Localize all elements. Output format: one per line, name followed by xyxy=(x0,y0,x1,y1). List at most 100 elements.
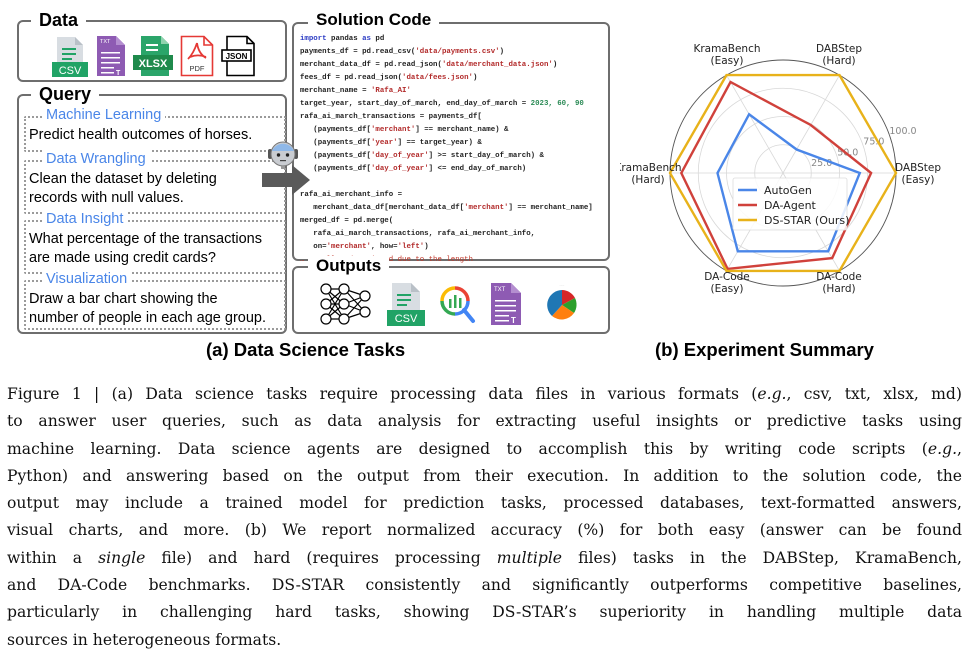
code-line: rafa_ai_merchant_info = xyxy=(300,189,593,202)
code-token: merchant_data_df[merchant_data_df[ xyxy=(300,204,465,212)
radar-tick-label: 75.0 xyxy=(863,137,884,148)
caption-text: and DA-Code benchmarks. DS-STAR consiste… xyxy=(7,576,962,595)
code-token: ) xyxy=(424,243,429,251)
code-line: payments_df = pd.read_csv('data/payments… xyxy=(300,46,593,59)
svg-text:XLSX: XLSX xyxy=(139,58,168,70)
query-panel: Query Machine Learning Predict health ou… xyxy=(17,84,287,334)
code-token: merchant_data_df = pd.read_json( xyxy=(300,61,442,69)
code-line: fees_df = pd.read_json('data/fees.json') xyxy=(300,72,593,85)
data-panel: Data CSV TXT T xyxy=(17,10,287,82)
caption-line: output may include a trained model for p… xyxy=(7,490,962,517)
code-token: import xyxy=(300,35,327,43)
query-text: What percentage of the transactions are … xyxy=(29,231,262,266)
code-token: 'data/merchant_data.json' xyxy=(441,61,553,69)
code-token: 'left' xyxy=(397,243,425,251)
caption-text: Figure 1 | (a) Data science tasks requir… xyxy=(7,385,758,403)
code-line: import pandas as pd xyxy=(300,33,593,46)
radar-tick-label: 100.0 xyxy=(889,126,916,137)
code-line: (payments_df['merchant'] == merchant_nam… xyxy=(300,124,593,137)
svg-text:T: T xyxy=(511,316,516,325)
caption-text: to answer user queries, such as data ana… xyxy=(7,412,962,431)
query-item-data-wrangling: Data Wrangling Clean the dataset by dele… xyxy=(24,150,286,214)
code-token: 'merchant' xyxy=(326,243,371,251)
query-item-data-insight: Data Insight What percentage of the tran… xyxy=(24,210,286,274)
radar-axis-label: DABStep xyxy=(816,43,862,55)
caption-text: particularly in challenging hard tasks, … xyxy=(7,603,962,622)
code-line: target_year, start_day_of_march, end_day… xyxy=(300,98,593,111)
legend-label: DS-STAR (Ours) xyxy=(764,214,849,227)
caption-text: , xyxy=(957,439,962,458)
code-token: , how= xyxy=(370,243,398,251)
caption-emphasis: e.g. xyxy=(757,385,787,403)
radar-spoke xyxy=(726,74,784,174)
data-panel-title: Data xyxy=(31,10,87,30)
solution-code-title: Solution Code xyxy=(308,10,440,30)
radar-axis-label: (Easy) xyxy=(711,283,744,295)
code-token: 'day_of_year' xyxy=(370,152,429,160)
txt-file-icon: TXT T xyxy=(97,36,125,77)
code-line: rafa_ai_march_transactions = payments_df… xyxy=(300,111,593,124)
svg-text:·······: ······· xyxy=(560,285,565,287)
caption-line: visual charts, and more. (b) We report n… xyxy=(7,517,962,544)
query-text: Draw a bar chart showing the number of p… xyxy=(29,291,267,326)
code-token: 'Rafa_AI' xyxy=(370,87,411,95)
legend-label: DA-Agent xyxy=(764,199,817,212)
radar-axis-label: (Hard) xyxy=(822,283,855,295)
code-token: 'data/payments.csv' xyxy=(415,48,500,56)
caption-text: , csv, txt, xlsx, md) xyxy=(786,385,962,403)
code-token: ] <= end_day_of_march) xyxy=(428,165,527,173)
svg-text:PDF: PDF xyxy=(190,64,205,73)
code-token: merchant_name = xyxy=(300,87,371,95)
legend-frame xyxy=(732,177,848,231)
code-token: ) xyxy=(472,74,478,82)
code-line: on='merchant', how='left') xyxy=(300,241,593,254)
code-token: ) xyxy=(552,61,558,69)
code-token: 'merchant' xyxy=(370,126,416,134)
code-token: on= xyxy=(300,243,327,251)
code-token: ] >= start_day_of_march) & xyxy=(428,152,544,160)
legend-label: AutoGen xyxy=(764,184,812,197)
code-token: fees_df = pd.read_json( xyxy=(300,74,403,82)
radar-series xyxy=(668,73,898,273)
code-token: rafa_ai_merchant_info = xyxy=(300,191,403,199)
code-token: ] == merchant_name) & xyxy=(415,126,509,134)
caption-text: files) tasks in the DABStep, KramaBench, xyxy=(562,548,962,567)
caption-line: Python) and answering based on the outpu… xyxy=(7,463,962,490)
pdf-file-icon: PDF xyxy=(180,35,214,77)
code-line: (payments_df['day_of_year'] <= end_day_o… xyxy=(300,163,593,176)
code-line: (payments_df['year'] == target_year) & xyxy=(300,137,593,150)
outputs-panel-title: Outputs xyxy=(308,256,390,276)
subcaption-a: (a) Data Science Tasks xyxy=(206,339,406,360)
radar-axis-labels: DABStep(Easy)DABStep(Hard)KramaBench(Eas… xyxy=(620,43,941,295)
query-item-visualization: Visualization Draw a bar chart showing t… xyxy=(24,270,286,330)
caption-text: sources in heterogeneous formats. xyxy=(7,630,282,649)
code-line: merchant_data_df[merchant_data_df['merch… xyxy=(300,202,592,215)
radar-tick-label: 50.0 xyxy=(837,147,858,158)
code-line: rafa_ai_march_transactions, rafa_ai_merc… xyxy=(300,228,593,241)
svg-text:TXT: TXT xyxy=(100,39,111,45)
caption-line: Figure 1 | (a) Data science tasks requir… xyxy=(7,381,962,408)
code-token: (payments_df[ xyxy=(300,126,371,134)
caption-line: within a single file) and hard (requires… xyxy=(7,545,962,572)
code-token: ] == target_year) & xyxy=(397,139,482,147)
query-panel-title: Query xyxy=(31,84,100,104)
radar-axis-label: (Hard) xyxy=(631,174,664,186)
caption-line: particularly in challenging hard tasks, … xyxy=(7,599,962,626)
caption-line: and DA-Code benchmarks. DS-STAR consiste… xyxy=(7,572,962,599)
code-token: rafa_ai_march_transactions, rafa_ai_merc… xyxy=(300,230,536,238)
code-token: 'data/fees.json' xyxy=(402,74,473,82)
subcaption-b: (b) Experiment Summary xyxy=(655,339,874,360)
code-line: merchant_name = 'Rafa_AI' xyxy=(300,85,593,98)
txt-file-icon: TXT T xyxy=(491,283,521,325)
radar-axis-label: (Hard) xyxy=(822,55,855,67)
code-line: merchant_data_df = pd.read_json('data/me… xyxy=(300,59,593,72)
caption-text: visual charts, and more. (b) We report n… xyxy=(7,521,962,540)
radar-axis-label: KramaBench xyxy=(693,43,760,55)
radar-axis-label: (Easy) xyxy=(711,55,744,67)
query-category: Data Insight xyxy=(42,210,128,228)
json-file-icon: JSON xyxy=(221,35,255,77)
code-token: payments_df = pd.read_csv( xyxy=(300,48,416,56)
